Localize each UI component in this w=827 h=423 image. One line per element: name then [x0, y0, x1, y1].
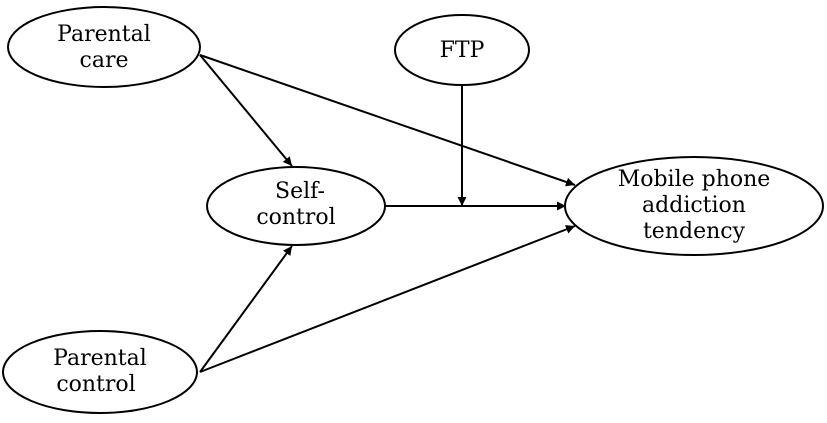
edge-control-to-selfcontrol [199, 245, 293, 373]
edge-control-to-mobile [199, 225, 576, 373]
node-ftp-line-1: FTP [440, 38, 485, 63]
node-ftp-ellipse [394, 14, 530, 86]
node-parental-care-line-1: Parental [57, 22, 151, 47]
node-parental-control-line-2: control [56, 372, 135, 397]
node-parental-care: Parental care [7, 6, 201, 88]
edge-care-to-mobile [199, 54, 576, 187]
node-mobile-phone: Mobile phone addiction tendency [564, 156, 824, 256]
node-mobile-phone-line-1: Mobile phone [618, 167, 771, 192]
node-self-control-line-1: Self- [275, 179, 325, 204]
node-parental-control: Parental control [2, 330, 198, 414]
node-parental-control-line-1: Parental [53, 346, 147, 371]
node-self-control-ellipse [206, 166, 386, 246]
edge-care-to-selfcontrol [199, 54, 293, 167]
node-mobile-phone-ellipse [564, 156, 824, 256]
node-self-control-line-2: control [256, 205, 335, 230]
node-parental-care-ellipse [7, 6, 201, 88]
node-mobile-phone-line-2: addiction [642, 193, 746, 218]
node-parental-control-ellipse [2, 330, 198, 414]
node-parental-care-line-2: care [80, 48, 129, 73]
node-self-control: Self- control [206, 166, 386, 246]
node-mobile-phone-line-3: tendency [643, 219, 746, 244]
node-ftp: FTP [394, 14, 530, 86]
